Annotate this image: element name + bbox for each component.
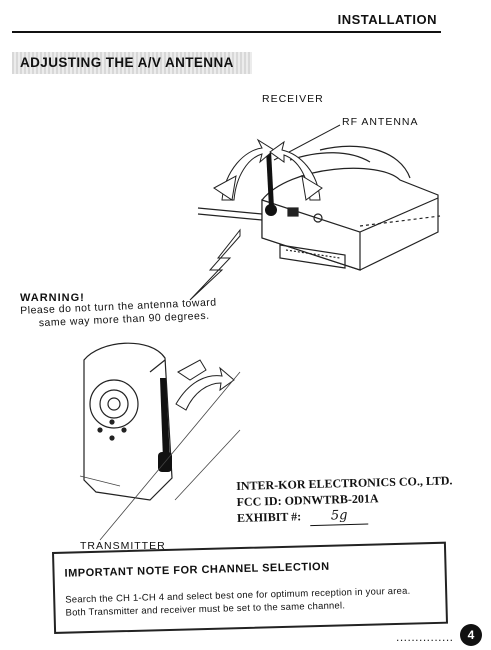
receiver-label: RECEIVER <box>262 93 324 105</box>
subsection-title-bar: ADJUSTING THE A/V ANTENNA <box>12 52 252 74</box>
important-note-box: IMPORTANT NOTE FOR CHANNEL SELECTION Sea… <box>52 541 449 634</box>
receiver-rotation-arrows <box>213 138 323 201</box>
fcc-block: INTER-KOR ELECTRONICS CO., LTD. FCC ID: … <box>236 472 454 528</box>
rf-antenna-label: RF ANTENNA <box>342 116 419 128</box>
guide-lines <box>79 371 241 541</box>
note-body: Search the CH 1-CH 4 and select best one… <box>65 584 446 620</box>
transmitter-rotation-arrows <box>175 359 235 411</box>
exhibit-label: EXHIBIT #: <box>236 509 302 525</box>
receiver-illustration <box>197 145 441 271</box>
page-dots: ............... <box>396 630 454 644</box>
transmitter-illustration <box>83 342 173 501</box>
exhibit-value: 5g <box>309 507 369 527</box>
warning-heading: WARNING! <box>20 292 85 304</box>
section-title: INSTALLATION <box>337 12 437 27</box>
page-number: 4 <box>460 624 482 646</box>
subsection-title: ADJUSTING THE A/V ANTENNA <box>20 55 234 70</box>
receiver-antenna <box>265 150 277 216</box>
header-rule <box>12 31 441 33</box>
signal-lightning-icon <box>189 228 241 301</box>
note-title: IMPORTANT NOTE FOR CHANNEL SELECTION <box>64 560 330 580</box>
